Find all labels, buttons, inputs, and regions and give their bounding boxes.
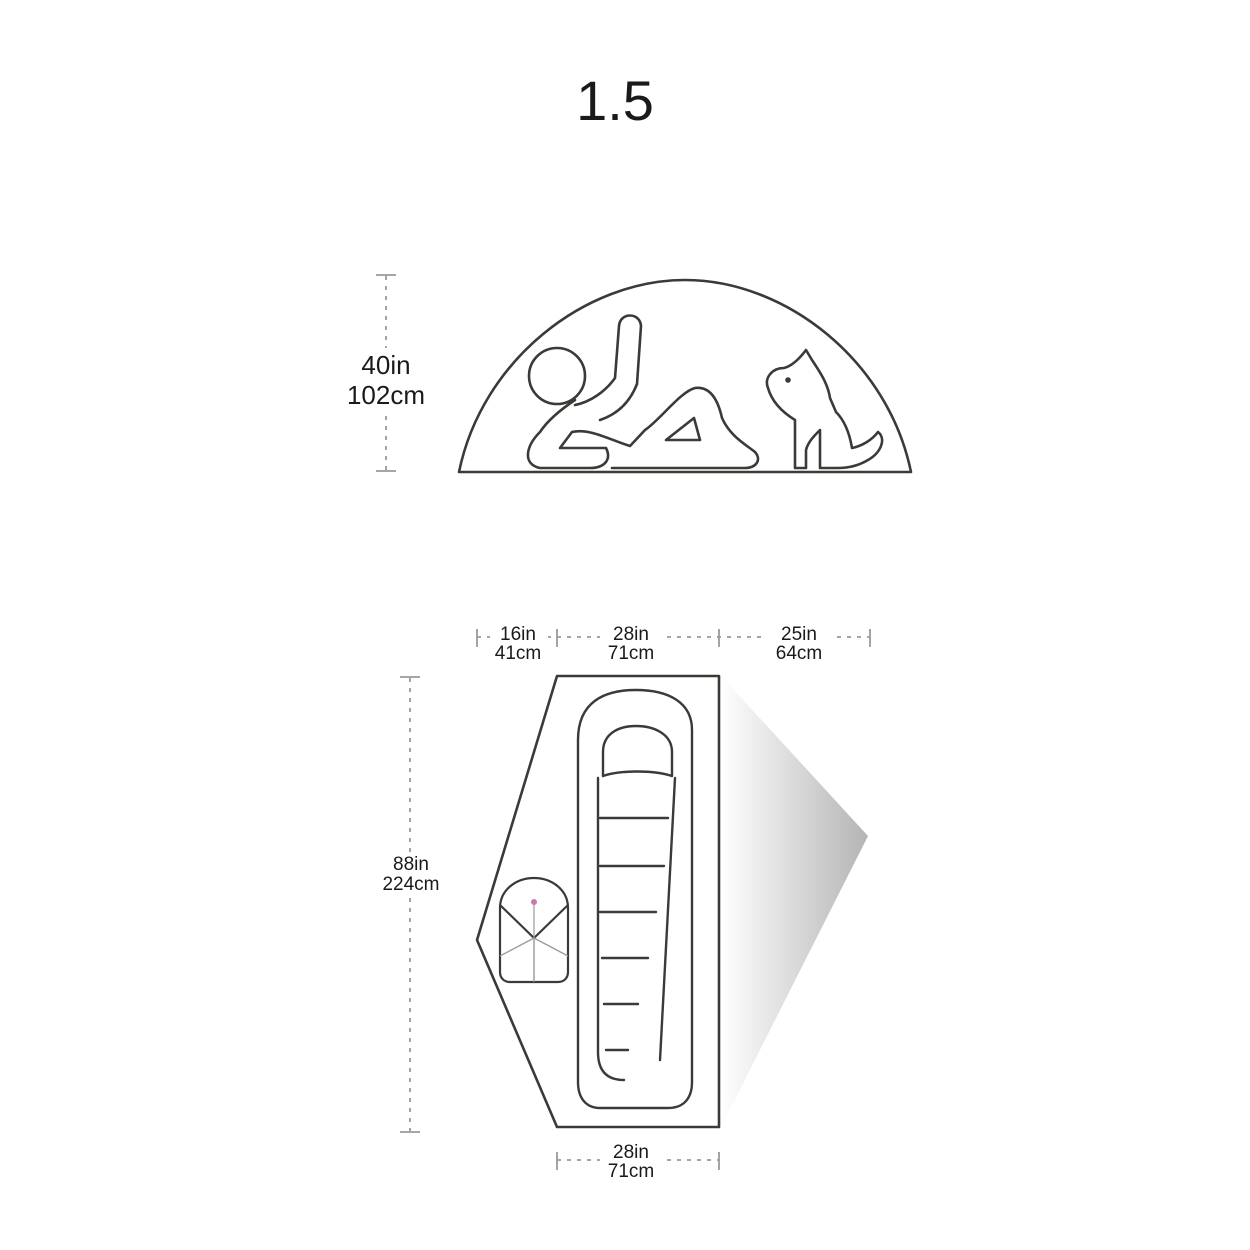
dog-eye-icon bbox=[785, 377, 791, 383]
bottom-dim-in: 28in bbox=[613, 1142, 649, 1163]
vestibule-area bbox=[721, 676, 868, 1127]
top-dimensions bbox=[476, 629, 871, 647]
person-head-icon bbox=[527, 346, 587, 406]
tent-dome-outline bbox=[457, 278, 913, 474]
top-dim-2-in: 28in bbox=[613, 624, 649, 645]
top-dim-1-in: 16in bbox=[500, 624, 536, 645]
top-dim-3-in: 25in bbox=[781, 624, 817, 645]
top-dim-3-cm: 64cm bbox=[776, 643, 822, 664]
top-dim-1-cm: 41cm bbox=[495, 643, 541, 664]
side-view bbox=[457, 278, 913, 474]
height-in-label: 40in bbox=[361, 350, 410, 380]
height-dimension bbox=[376, 274, 396, 472]
height-cm-label: 102cm bbox=[347, 380, 425, 410]
person-knee-icon bbox=[664, 416, 702, 442]
person-body-icon bbox=[526, 386, 760, 470]
floor-outline bbox=[475, 674, 721, 1129]
backpack-icon bbox=[498, 876, 570, 984]
top-dim-2-cm: 71cm bbox=[608, 643, 654, 664]
length-dimension bbox=[400, 676, 420, 1133]
person-arm-icon bbox=[573, 314, 643, 422]
length-cm-label: 224cm bbox=[382, 874, 439, 895]
dog-icon bbox=[765, 348, 884, 470]
length-in-label: 88in bbox=[393, 854, 429, 875]
bottom-dim-cm: 71cm bbox=[608, 1161, 654, 1182]
sleeping-bag-icon bbox=[576, 688, 694, 1110]
capacity-title: 1.5 bbox=[576, 69, 654, 132]
